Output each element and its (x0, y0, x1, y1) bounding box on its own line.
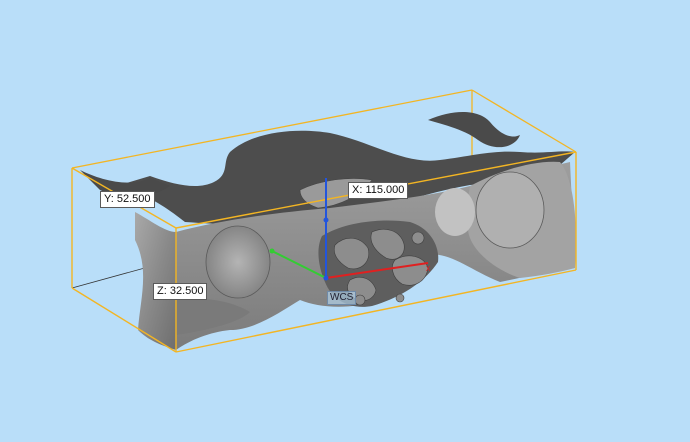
model-hole-right (475, 171, 545, 249)
dimension-label-x: X: 115.000 (348, 182, 409, 199)
model-horn-right (428, 111, 520, 148)
origin-point (323, 275, 329, 281)
y-axis-handle[interactable] (269, 248, 275, 254)
model-internal-struts (333, 229, 429, 306)
dimension-label-y: Y: 52.500 (100, 191, 155, 208)
z-axis-handle[interactable] (323, 217, 329, 223)
model-body (135, 212, 176, 350)
axis-triad: x (269, 178, 431, 281)
model-horn-left (80, 170, 170, 198)
dimension-label-z: Z: 32.500 (153, 283, 208, 300)
x-axis-letter: x (426, 263, 431, 273)
wcs-origin-label: WCS (327, 291, 357, 305)
model-top-surface (120, 130, 575, 225)
x-axis-line (325, 262, 429, 279)
model-hole-left (205, 225, 271, 299)
model-hole-mid (435, 188, 475, 236)
model-front-lower (176, 298, 250, 335)
lattice-model[interactable] (80, 111, 577, 350)
y-axis-line (269, 249, 327, 279)
